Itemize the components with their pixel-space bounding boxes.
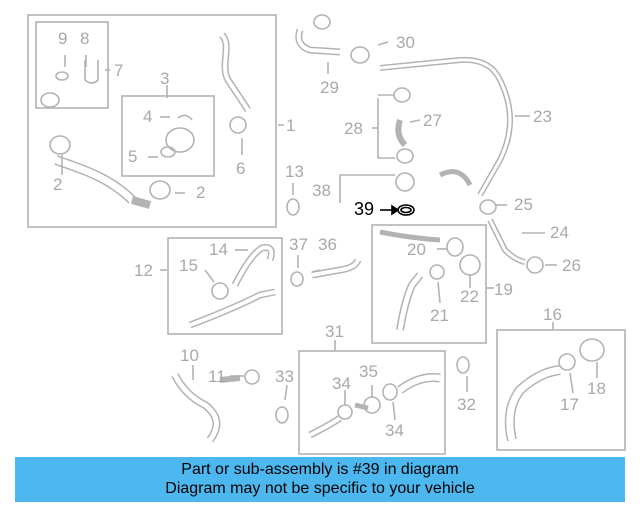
group-box-3	[121, 95, 215, 177]
callout-29: 29	[320, 78, 339, 97]
callout-23: 23	[533, 107, 552, 126]
callout-24: 24	[550, 223, 569, 242]
banner-line-1: Part or sub-assembly is #39 in diagram	[181, 461, 459, 478]
callout-28: 28	[344, 119, 363, 138]
callout-20: 20	[407, 240, 426, 259]
callout-4: 4	[143, 107, 153, 126]
callout-10: 10	[180, 346, 199, 365]
callout-2a: 2	[53, 175, 63, 194]
callout-35: 35	[359, 362, 378, 381]
callout-11: 11	[208, 367, 226, 386]
callout-32: 32	[457, 395, 476, 414]
group-box-7	[35, 21, 109, 109]
group-box-12	[167, 237, 283, 335]
callout-22: 22	[460, 287, 479, 306]
callout-6: 6	[236, 159, 246, 178]
callout-39: 39	[354, 199, 375, 219]
callout-33: 33	[275, 367, 294, 386]
callout-21: 21	[430, 306, 449, 325]
callout-5: 5	[128, 147, 138, 166]
callout-25: 25	[514, 195, 533, 214]
info-banner: Part or sub-assembly is #39 in diagram D…	[15, 457, 625, 502]
callout-14: 14	[209, 240, 228, 259]
callout-3: 3	[160, 69, 170, 88]
group-box-31	[298, 350, 446, 455]
callout-2b: 2	[196, 183, 206, 202]
callout-19: 19	[494, 280, 513, 299]
part-39-highlight	[380, 204, 415, 216]
callout-12: 12	[134, 261, 153, 280]
callout-15: 15	[179, 256, 198, 275]
callout-7: 7	[114, 61, 124, 80]
callout-30: 30	[396, 33, 415, 52]
group-box-19	[371, 224, 487, 344]
callout-9: 9	[58, 29, 68, 48]
callout-13: 13	[285, 162, 304, 181]
callout-31: 31	[325, 322, 344, 341]
callout-1: 1	[286, 116, 296, 135]
callout-36: 36	[318, 235, 337, 254]
callout-18: 18	[587, 379, 606, 398]
group-box-1	[27, 14, 277, 228]
callout-26: 26	[562, 256, 581, 275]
callout-27: 27	[423, 111, 442, 130]
callout-34a: 34	[332, 374, 351, 393]
callout-34b: 34	[385, 421, 404, 440]
group-box-16	[496, 329, 626, 451]
callout-37: 37	[289, 235, 308, 254]
callout-16: 16	[543, 305, 562, 324]
callout-8: 8	[80, 29, 90, 48]
callout-17: 17	[560, 395, 579, 414]
callout-38: 38	[312, 181, 331, 200]
banner-line-2: Diagram may not be specific to your vehi…	[165, 480, 475, 497]
